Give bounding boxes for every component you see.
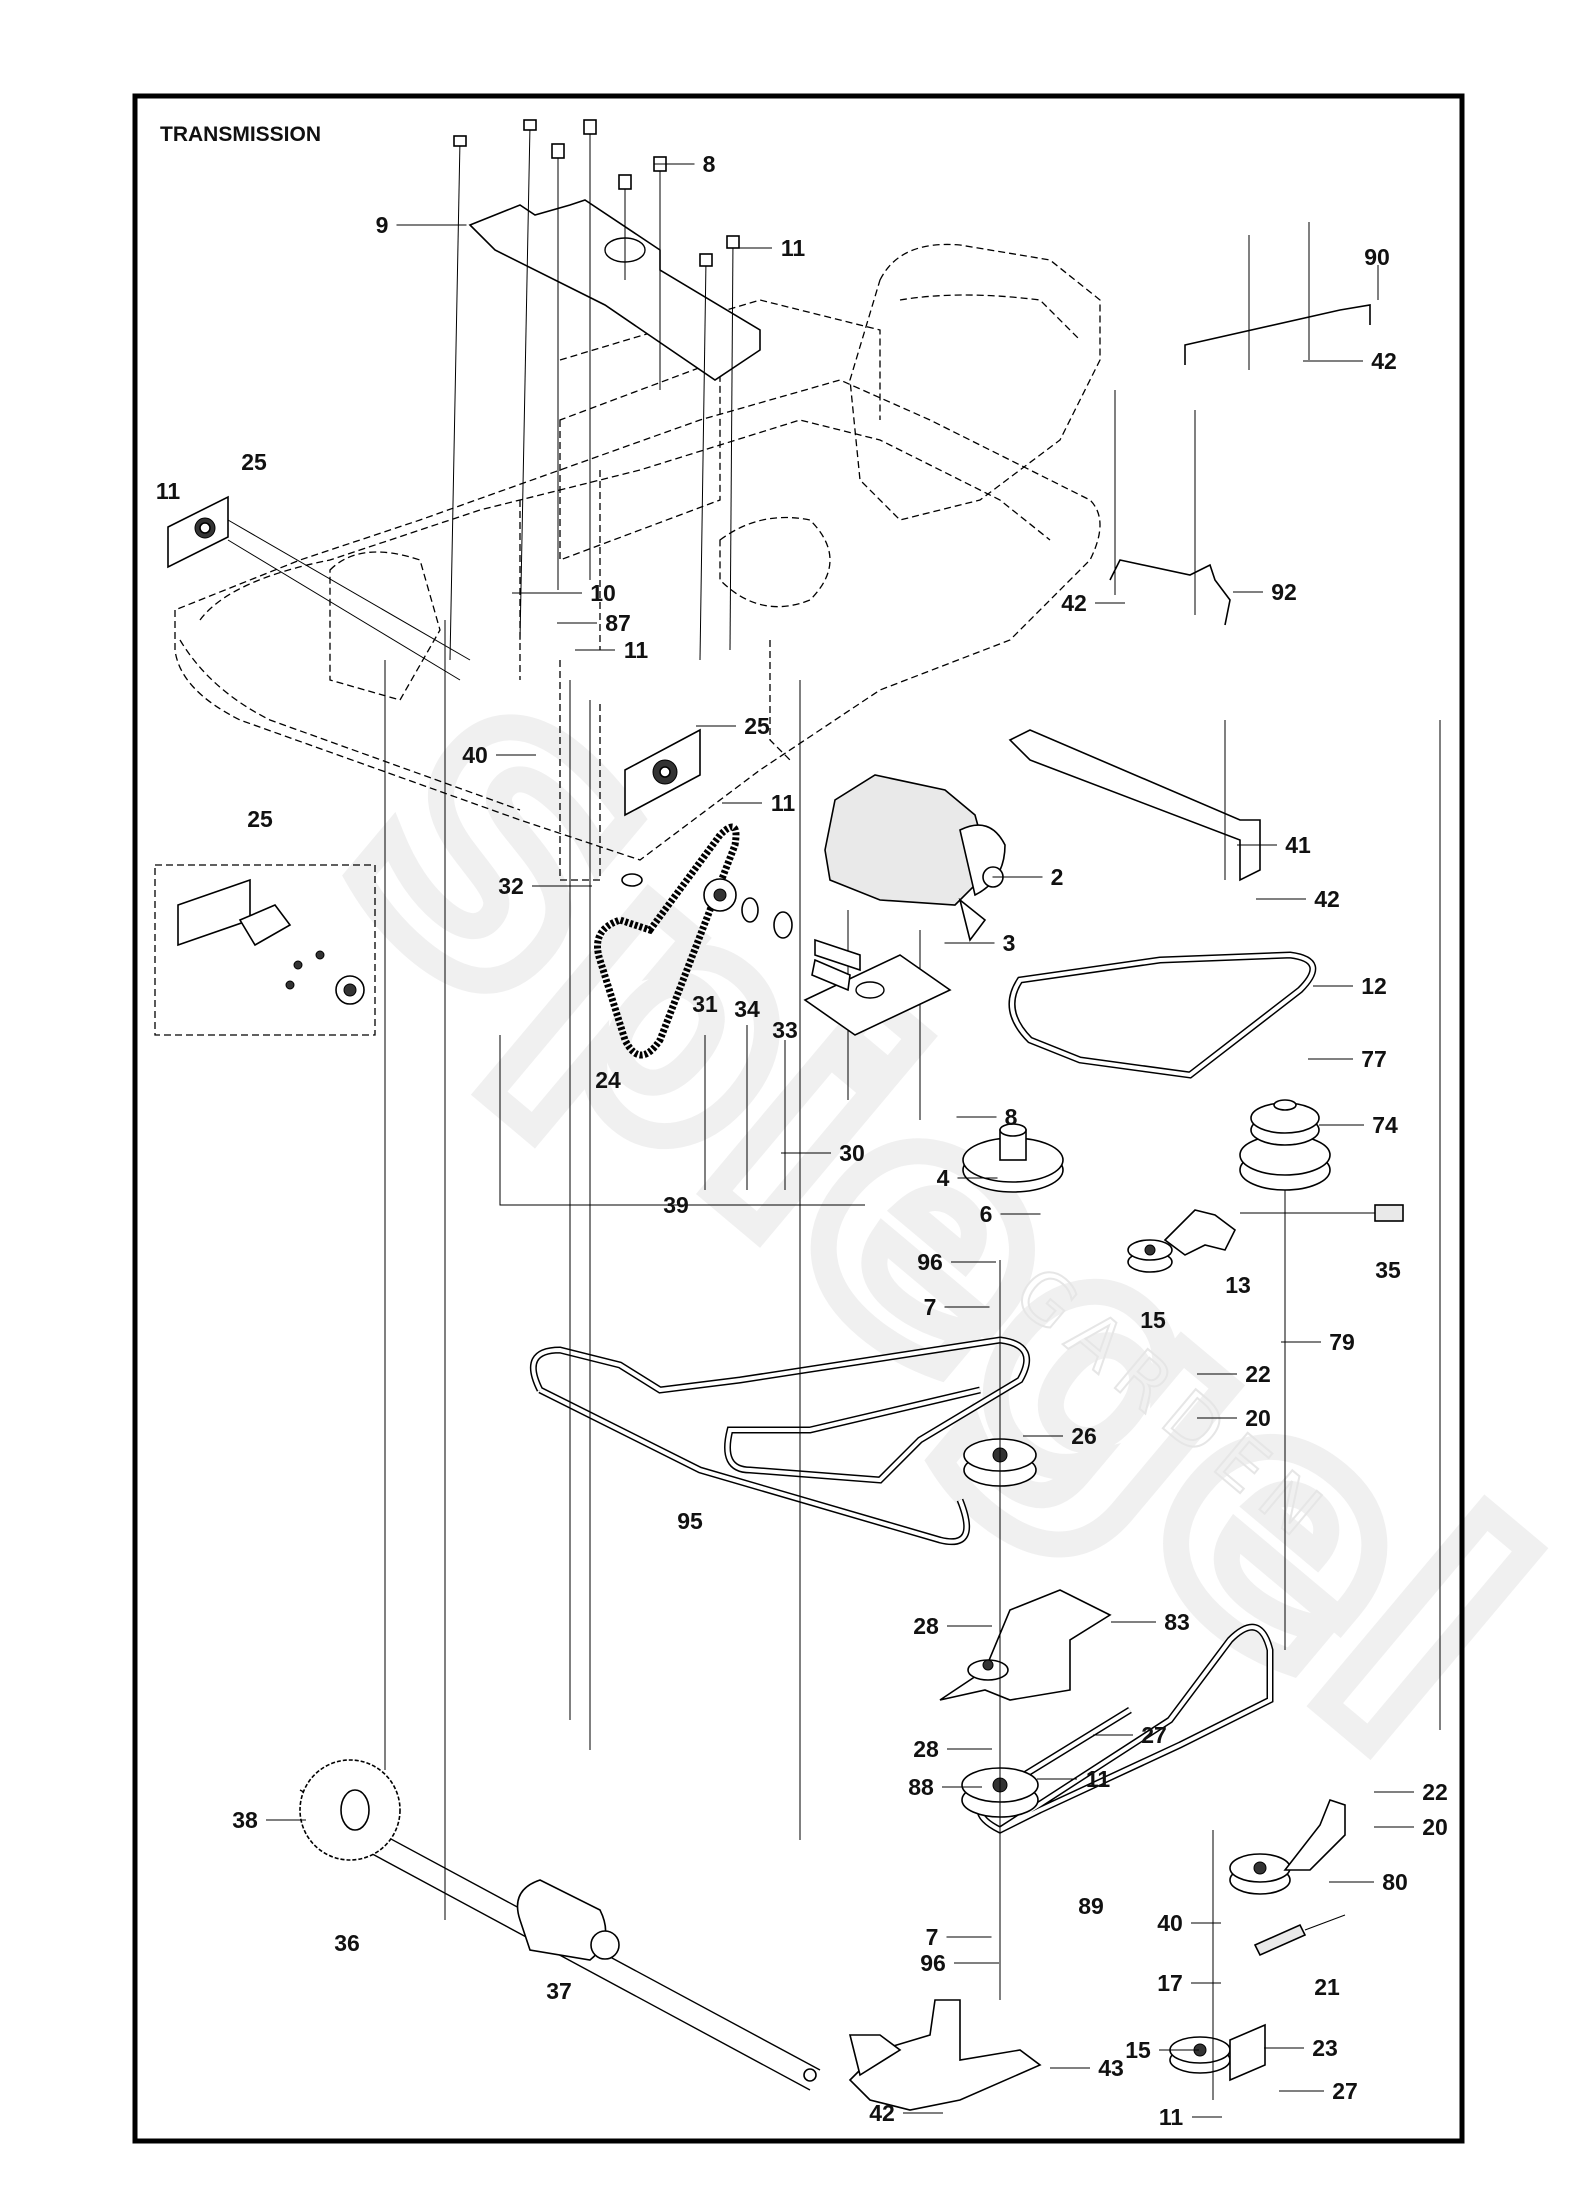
callout-label: 42 [869,2100,895,2126]
callout-label: 6 [980,1201,993,1227]
callout-label: 11 [624,637,649,663]
callout-label: 21 [1314,1974,1340,2000]
callout-label: 20 [1422,1814,1448,1840]
callout-label: 95 [677,1508,703,1534]
callout-label: 41 [1285,832,1311,858]
callout-label: 17 [1157,1970,1183,1996]
callout-label: 2 [1051,864,1064,890]
callout-label: 33 [772,1017,798,1043]
callout-label: 25 [247,806,273,832]
callout-label: 35 [1375,1257,1401,1283]
callout-label: 27 [1332,2078,1358,2104]
callout-label: 11 [156,478,181,504]
callout-label: 8 [1005,1104,1018,1130]
callout-label: 7 [924,1294,937,1320]
callout-label: 96 [917,1249,943,1275]
callout-label: 42 [1314,886,1340,912]
callout-label: 43 [1098,2055,1124,2081]
rear-axle [299,1759,821,2091]
callout-label: 83 [1164,1609,1190,1635]
callout-label: 39 [663,1192,689,1218]
callout-label: 4 [937,1165,950,1191]
pulley-74 [1239,1099,1331,1191]
callout-label: 11 [781,235,806,261]
pulley-4 [962,1123,1064,1193]
callout-label: 31 [692,991,718,1017]
callout-label: 90 [1364,244,1390,270]
callout-label: 10 [590,580,616,606]
callout-label: 23 [1312,2035,1338,2061]
diagram-frame [132,93,1465,2144]
callout-label: 32 [498,873,524,899]
transaxle [824,774,1006,1120]
callout-label: 88 [908,1774,934,1800]
callout-label: 42 [1061,590,1087,616]
callout-label: 11 [1159,2104,1184,2130]
callout-label: 15 [1125,2037,1151,2063]
idler-bracket [939,1589,1112,1701]
callout-label: 30 [839,1140,865,1166]
bearing-plate-left [167,495,471,681]
pulley-80 [1229,1799,1346,1895]
callout-label: 15 [1140,1307,1166,1333]
callout-label: 22 [1422,1779,1448,1805]
callout-label: 11 [771,790,796,816]
callout-label: 79 [1329,1329,1355,1355]
diagram-title: TRANSMISSION [160,123,321,146]
mount-plate [803,954,952,1036]
pulley-15-lower [1169,2023,1266,2082]
callout-label: 28 [913,1736,939,1762]
assembly-lines [384,620,1441,2100]
callout-label: 36 [334,1930,360,1956]
callout-label: 13 [1225,1272,1251,1298]
callout-label: 27 [1141,1722,1167,1748]
callout-label: 25 [744,713,770,739]
callout-label: 80 [1382,1869,1408,1895]
callout-label: 40 [462,742,488,768]
callout-label: 89 [1078,1893,1104,1919]
callout-label: 34 [734,996,760,1022]
drive-chain [594,823,861,1059]
belt-shield [848,1999,1042,2111]
callout-label: 74 [1372,1112,1398,1138]
callout-label: 25 [241,449,267,475]
callout-label: 20 [1245,1405,1271,1431]
callout-label: 22 [1245,1361,1271,1387]
callout-label: 87 [605,610,631,636]
callout-label: 96 [920,1950,946,1976]
callout-label: 40 [1157,1910,1183,1936]
belt-guide-bracket [1008,720,1261,882]
pulley-15-upper [1127,1209,1237,1273]
control-rods [1109,222,1379,626]
callout-label: 9 [376,212,389,238]
callout-label: 7 [926,1924,939,1950]
callout-label: 42 [1371,348,1397,374]
callout-label: 28 [913,1613,939,1639]
chassis-frame [174,243,1101,881]
callout-label: 92 [1271,579,1297,605]
bearing-kit-box [154,864,376,1036]
callout-label: 77 [1361,1046,1387,1072]
callout-label: 26 [1071,1423,1097,1449]
callout-label: 37 [546,1978,572,2004]
belt-12 [1008,951,1317,1079]
top-plate [449,119,761,661]
callout-label: 8 [703,151,716,177]
callout-label: 11 [1086,1766,1111,1792]
bearing-plate-right [624,728,701,817]
springs [1240,1204,1404,1957]
callout-label: 3 [1003,930,1016,956]
belt-95 [529,1336,1031,1545]
callout-label: 24 [595,1067,621,1093]
callout-label: 12 [1361,973,1387,999]
callout-label: 38 [232,1807,258,1833]
